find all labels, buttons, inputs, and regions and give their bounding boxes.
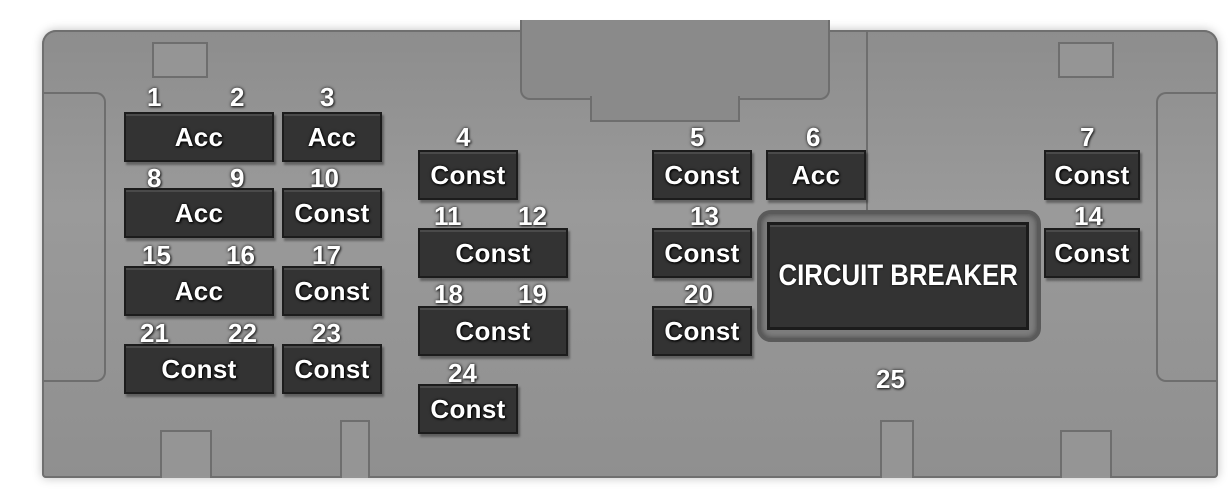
fuse-6: Acc: [766, 150, 866, 200]
fuse-number: 6: [806, 122, 821, 152]
fuse-3: Acc: [282, 112, 382, 162]
fuse-number: 3: [320, 82, 335, 112]
fuse-label: Const: [294, 197, 370, 228]
fuse-label: Const: [455, 315, 531, 346]
fuse-7: Const: [1044, 150, 1140, 200]
fuse-23: Const: [282, 344, 382, 394]
fuse-label: Acc: [174, 121, 224, 152]
fuse-number: 10: [310, 163, 339, 193]
fuse-number: 4: [456, 122, 471, 152]
fuse-label: Acc: [307, 121, 357, 152]
circuit-breaker-label: CIRCUIT BREAKER: [778, 259, 1018, 292]
bottom-left-post: [340, 420, 370, 478]
right-side-rail: [1156, 92, 1218, 382]
bottom-right-clip: [1060, 430, 1112, 478]
fuse-number: 5: [690, 122, 705, 152]
fuse-number: 9: [230, 163, 245, 193]
fuse-15-16: Acc: [124, 266, 274, 316]
fuse-label: Const: [430, 393, 506, 424]
fuse-number: 13: [690, 201, 719, 231]
fuse-number: 2: [230, 82, 245, 112]
fuse-label: Const: [1054, 159, 1130, 190]
fuse-number: 18: [434, 279, 463, 309]
fuse-label: Const: [455, 237, 531, 268]
top-right-clip: [1058, 42, 1114, 78]
fuse-24: Const: [418, 384, 518, 434]
fuse-20: Const: [652, 306, 752, 356]
circuit-breaker: CIRCUIT BREAKER: [767, 222, 1029, 330]
fuse-label: Const: [664, 159, 740, 190]
fuse-label: Const: [161, 353, 237, 384]
fuse-number: 17: [312, 240, 341, 270]
fuse-13: Const: [652, 228, 752, 278]
fuse-number: 14: [1074, 201, 1103, 231]
fuse-number: 22: [228, 318, 257, 348]
fuse-number: 23: [312, 318, 341, 348]
fuse-label: Acc: [174, 197, 224, 228]
fuse-8-9: Acc: [124, 188, 274, 238]
fuse-label: Const: [664, 315, 740, 346]
fuse-label: Acc: [174, 275, 224, 306]
fuse-21-22: Const: [124, 344, 274, 394]
fuse-17: Const: [282, 266, 382, 316]
fuse-label: Const: [430, 159, 506, 190]
fuse-4: Const: [418, 150, 518, 200]
fuse-number: 11: [434, 201, 462, 231]
bottom-center-clip: [880, 420, 914, 478]
top-center-latch-tab: [590, 96, 740, 122]
right-upper-divider: [866, 30, 1042, 210]
fuse-number: 20: [684, 279, 713, 309]
fuse-11-12: Const: [418, 228, 568, 278]
fuse-18-19: Const: [418, 306, 568, 356]
fuse-number: 15: [142, 240, 171, 270]
top-center-latch: [520, 20, 830, 100]
fuse-number: 8: [147, 163, 162, 193]
fuse-number: 12: [518, 201, 547, 231]
fuse-number: 7: [1080, 122, 1095, 152]
fuse-1-2: Acc: [124, 112, 274, 162]
fuse-number: 16: [226, 240, 255, 270]
fuse-14: Const: [1044, 228, 1140, 278]
top-left-clip: [152, 42, 208, 78]
fuse-label: Const: [1054, 237, 1130, 268]
fuse-10: Const: [282, 188, 382, 238]
fuse-number: 21: [140, 318, 169, 348]
fuse-5: Const: [652, 150, 752, 200]
bottom-left-clip: [160, 430, 212, 478]
circuit-breaker-number: 25: [876, 364, 905, 394]
fuse-label: Acc: [791, 159, 841, 190]
left-side-rail: [42, 92, 106, 382]
fuse-label: Const: [664, 237, 740, 268]
fuse-label: Const: [294, 353, 370, 384]
fuse-label: Const: [294, 275, 370, 306]
fuse-number: 24: [448, 358, 477, 388]
fuse-number: 1: [147, 82, 162, 112]
fuse-number: 19: [518, 279, 547, 309]
